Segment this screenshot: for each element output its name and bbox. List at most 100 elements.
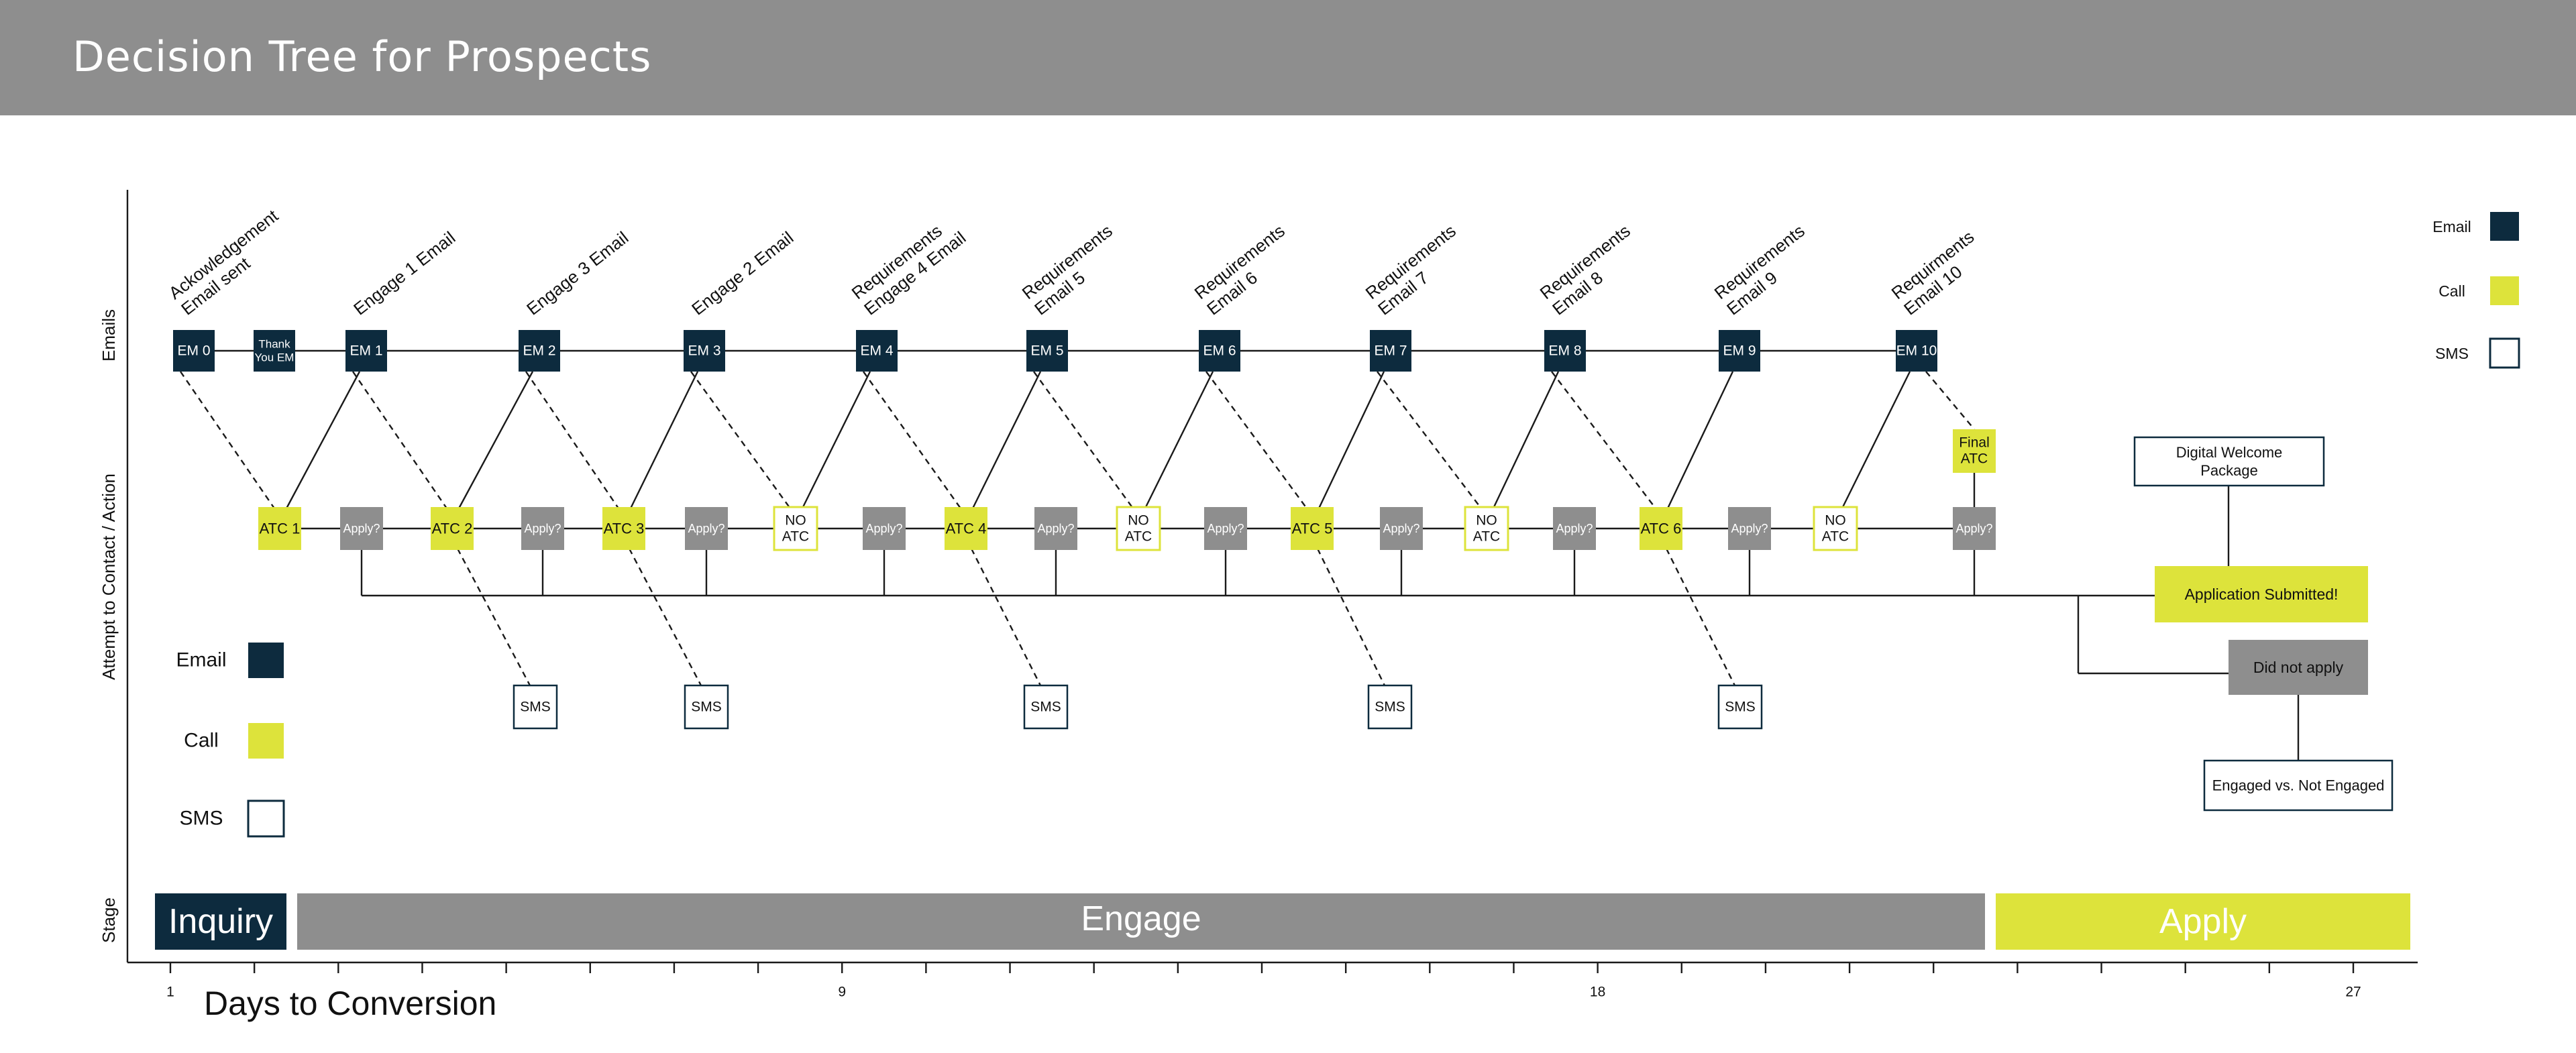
- action-box-label: NO: [1128, 512, 1149, 528]
- action-box-ap5: [1034, 507, 1077, 550]
- action-box-label: ATC: [1822, 529, 1849, 545]
- email-box-label: EM 10: [1896, 343, 1937, 359]
- action-box-label: ATC 4: [946, 520, 987, 537]
- action-box-label: Apply?: [1556, 522, 1593, 535]
- dashed-connector: [863, 371, 961, 509]
- action-box-ap3: [685, 507, 728, 550]
- email-box-em5: [1026, 330, 1068, 372]
- legend-label-sms: SMS: [179, 808, 223, 830]
- action-box-noatc2: [1116, 506, 1161, 551]
- email-caption: Engage 2 Email: [688, 227, 797, 319]
- digital-welcome-box: [2133, 436, 2325, 487]
- email-box-label: EM 2: [523, 343, 555, 359]
- dashed-connector: [1665, 548, 1736, 686]
- engaged-label: Engaged vs. Not Engaged: [2212, 777, 2385, 794]
- solid-connector: [1492, 371, 1560, 509]
- action-box-noatc1: [773, 506, 818, 551]
- solid-connector: [1144, 371, 1214, 509]
- email-box-em0: [173, 330, 215, 372]
- solid-connector: [1318, 371, 1385, 509]
- action-box-label: Apply?: [1037, 522, 1074, 535]
- email-caption: Engage 3 Email: [523, 227, 632, 319]
- solid-connector: [629, 371, 699, 509]
- action-box-label: ATC: [782, 529, 809, 545]
- axis-tick-label: 1: [166, 985, 174, 1000]
- email-box-em8: [1544, 330, 1586, 372]
- sms-box-label: SMS: [520, 700, 551, 715]
- legend-swatch-sms: [247, 799, 285, 838]
- legend-right-label-sms: SMS: [2435, 345, 2469, 362]
- page-title: Decision Tree for Prospects: [72, 32, 652, 81]
- dashed-connector: [1551, 371, 1656, 509]
- email-caption-text: Engage 2 Email: [688, 227, 797, 319]
- stage-label-engage: Engage: [1081, 899, 1201, 938]
- email-caption: Engage 1 Email: [350, 227, 459, 319]
- email-caption-text: Engage 3 Email: [523, 227, 632, 319]
- action-box-ap2: [521, 507, 564, 550]
- sms-box-label: SMS: [1375, 700, 1405, 715]
- application-submitted-box: [2155, 566, 2368, 622]
- email-box-label: Thank: [258, 338, 290, 351]
- email-caption-text: Engage 1 Email: [350, 227, 459, 319]
- header-bar: Decision Tree for Prospects: [0, 0, 2576, 115]
- action-box-label: ATC: [1473, 529, 1500, 545]
- axis-title: Days to Conversion: [204, 985, 496, 1022]
- email-box-em3: [684, 330, 725, 372]
- action-box-atc5: [1291, 507, 1334, 550]
- email-box-label: EM 1: [350, 343, 382, 359]
- email-box-label: EM 7: [1374, 343, 1407, 359]
- final-atc-label: ATC: [1961, 451, 1988, 467]
- action-box-label: NO: [1476, 512, 1497, 528]
- email-box-em2: [519, 330, 560, 372]
- sms-box: [1367, 684, 1413, 730]
- row-label-stage: Stage: [99, 897, 119, 943]
- action-box-atc4: [945, 507, 987, 550]
- action-box-ap4: [863, 507, 906, 550]
- email-box-em1: [345, 330, 387, 372]
- action-box-label: Apply?: [1383, 522, 1419, 535]
- legend-right-swatch-call: [2490, 276, 2519, 305]
- dashed-connector: [180, 371, 275, 509]
- email-box-ty: [254, 330, 295, 372]
- sms-box-label: SMS: [691, 700, 722, 715]
- stage-bar-engage: [297, 893, 1985, 950]
- row-label-emails: Emails: [99, 309, 119, 362]
- did-not-apply-box: [2229, 640, 2368, 695]
- action-box-label: ATC: [1125, 529, 1152, 545]
- email-box-label: EM 6: [1203, 343, 1236, 359]
- action-box-label: NO: [1825, 512, 1846, 528]
- dashed-connector: [1316, 548, 1386, 686]
- action-box-ap7: [1380, 507, 1423, 550]
- email-box-em7: [1370, 330, 1411, 372]
- digital-welcome-label: Package: [2200, 462, 2258, 479]
- legend-right-label-call: Call: [2438, 282, 2465, 300]
- action-box-ap1: [340, 507, 383, 550]
- action-box-noatc4: [1813, 506, 1858, 551]
- action-box-ap6: [1204, 507, 1247, 550]
- dashed-connector: [690, 371, 791, 509]
- legend-swatch-email: [248, 643, 284, 678]
- axis-tick-label: 27: [2345, 985, 2361, 1000]
- dashed-connector: [628, 548, 702, 686]
- legend-swatch-call: [248, 723, 284, 759]
- stage-bar-inquiry: [155, 893, 286, 950]
- solid-connector: [1666, 371, 1734, 509]
- axis-tick-label: 18: [1590, 985, 1605, 1000]
- solid-connector: [1841, 371, 1911, 509]
- dashed-connector: [970, 548, 1042, 686]
- action-box-ap9: [1728, 507, 1771, 550]
- stage-label-inquiry: Inquiry: [168, 902, 273, 941]
- sms-box: [513, 684, 558, 730]
- final-atc-label: Final: [1959, 435, 1990, 450]
- solid-connector: [285, 371, 361, 509]
- action-box-label: Apply?: [1731, 522, 1768, 535]
- action-box-label: ATC 3: [604, 520, 645, 537]
- action-box-ap10: [1953, 507, 1996, 550]
